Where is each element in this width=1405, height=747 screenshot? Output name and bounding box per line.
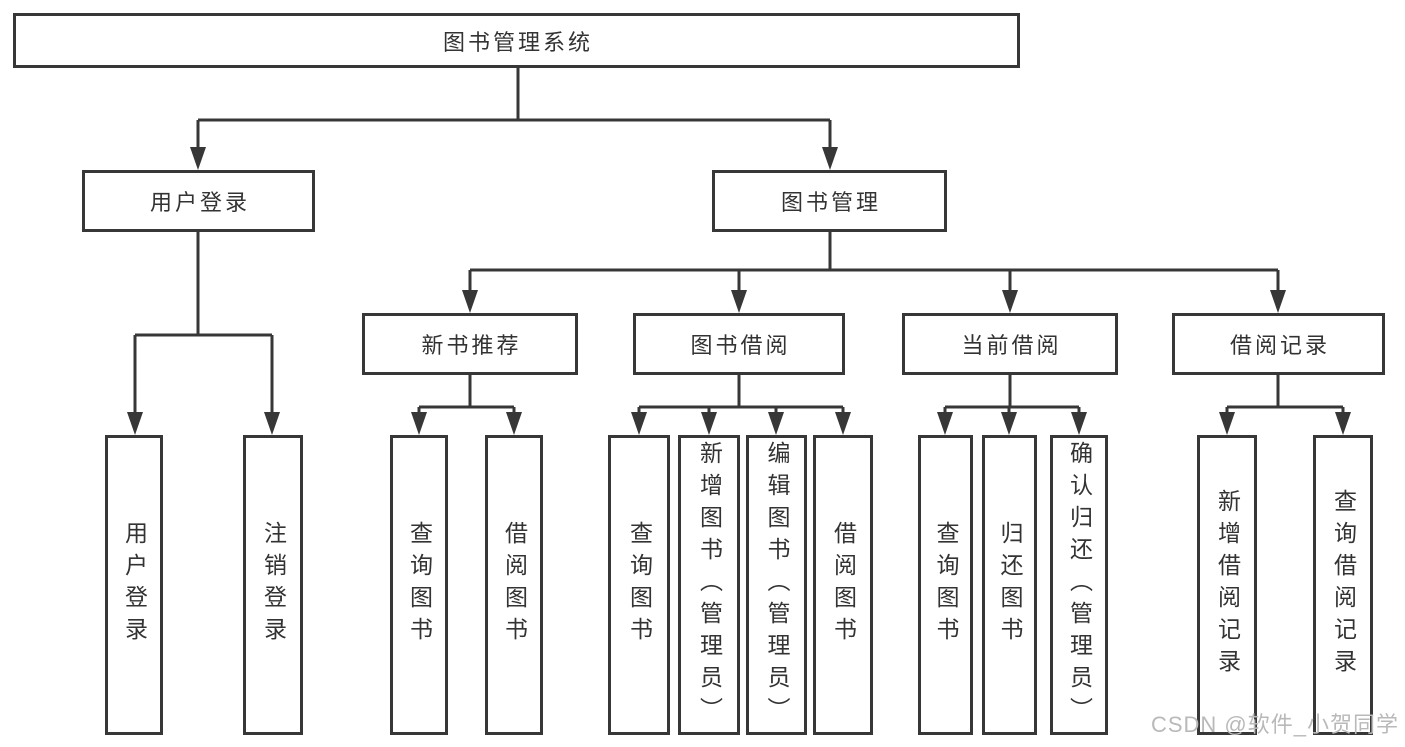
csdn-watermark: CSDN @软件_小贺同学 <box>1150 712 1399 737</box>
connector-borrow-record-to-leaves <box>1219 375 1351 435</box>
connector-user-login-to-leaves <box>127 232 280 435</box>
leaf-query-books-current: 查询图书 <box>918 435 973 735</box>
connector-new-book-to-leaves <box>411 375 522 435</box>
node-root-system: 图书管理系统 <box>13 13 1020 68</box>
leaf-add-borrow-record: 新增借阅记录 <box>1197 435 1257 735</box>
leaf-borrow-books-recommend: 借阅图书 <box>485 435 543 735</box>
node-new-book-recommend: 新书推荐 <box>362 313 578 375</box>
connector-root-to-level2 <box>190 68 838 170</box>
leaf-borrow-books: 借阅图书 <box>813 435 873 735</box>
node-current-borrowing: 当前借阅 <box>902 313 1118 375</box>
node-user-login: 用户登录 <box>82 170 315 232</box>
leaf-confirm-return-admin: 确认归还（管理员） <box>1050 435 1108 735</box>
leaf-return-books: 归还图书 <box>982 435 1037 735</box>
node-borrowing-records: 借阅记录 <box>1172 313 1385 375</box>
node-book-borrowing: 图书借阅 <box>633 313 845 375</box>
node-book-management: 图书管理 <box>712 170 947 232</box>
leaf-query-borrow-record: 查询借阅记录 <box>1313 435 1373 735</box>
leaf-user-login: 用户登录 <box>105 435 163 735</box>
leaf-query-books-borrow: 查询图书 <box>608 435 670 735</box>
connector-current-borrow-to-leaves <box>937 375 1087 435</box>
leaf-logout: 注销登录 <box>243 435 303 735</box>
connector-book-borrow-to-leaves <box>631 375 851 435</box>
leaf-edit-books-admin: 编辑图书（管理员） <box>746 435 807 735</box>
connector-book-mgmt-to-level3 <box>462 232 1286 313</box>
leaf-add-books-admin: 新增图书（管理员） <box>678 435 740 735</box>
leaf-query-books-recommend: 查询图书 <box>390 435 448 735</box>
